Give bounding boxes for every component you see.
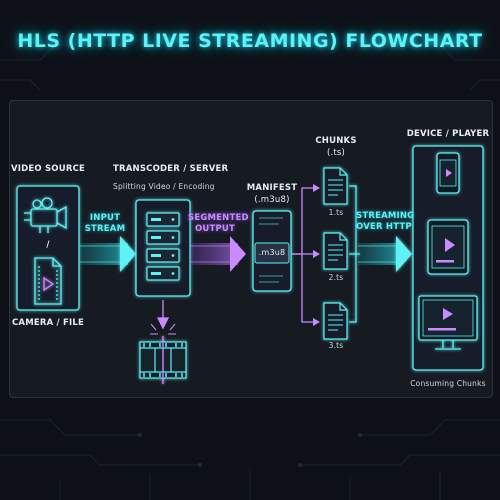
input-stream-label-2: STREAM xyxy=(84,224,126,234)
chunk-2-label: 2.ts xyxy=(328,273,344,282)
chunk-arrowheads xyxy=(313,184,320,326)
smartphone-icon xyxy=(436,152,460,194)
streaming-label-2: OVER HTTP xyxy=(356,222,412,232)
streaming-label-1: STREAMING xyxy=(356,211,415,221)
manifest-file-label-box xyxy=(254,242,290,264)
chunk-1-label: 1.ts xyxy=(328,208,344,217)
device-caption: Consuming Chunks xyxy=(410,379,486,388)
transcoder-subheading: Splitting Video / Encoding xyxy=(113,182,215,191)
film-strip-icon xyxy=(139,336,187,384)
server-led-icons xyxy=(151,218,175,275)
manifest-heading: MANIFEST xyxy=(246,183,298,193)
monitor-icon xyxy=(418,295,478,350)
manifest-to-chunks-arrows xyxy=(291,187,315,323)
chunk-3-label: 3.ts xyxy=(328,341,344,350)
input-stream-label-1: INPUT xyxy=(89,213,121,223)
video-source-heading: VIDEO SOURCE xyxy=(10,164,86,174)
server-rack-icon xyxy=(146,212,180,281)
video-camera-icon xyxy=(24,197,67,233)
manifest-file-label: .m3u8 xyxy=(258,248,286,257)
device-heading: DEVICE / PLAYER xyxy=(406,129,490,139)
chunks-heading: CHUNKS xyxy=(315,136,357,146)
chunks-extension: (.ts) xyxy=(326,148,346,158)
source-caption: CAMERA / FILE xyxy=(11,318,85,328)
segmented-output-label-2: OUTPUT xyxy=(194,224,236,234)
manifest-extension: (.m3u8) xyxy=(254,195,290,205)
streaming-over-http-arrow xyxy=(358,236,412,272)
chunk-2-file-icon xyxy=(323,232,348,270)
video-source-box xyxy=(16,185,80,311)
segmented-output-label-1: SEGMENTED xyxy=(188,213,249,223)
segmented-output-arrow xyxy=(190,236,246,272)
tablet-icon xyxy=(427,219,469,275)
source-separator: / xyxy=(46,240,50,250)
transcoder-heading: TRANSCODER / SERVER xyxy=(113,164,229,174)
chunk-1-file-icon xyxy=(323,167,348,205)
chunk-3-file-icon xyxy=(323,302,348,340)
film-file-icon xyxy=(34,257,62,305)
input-stream-arrow xyxy=(80,236,136,272)
splitter-blade-icon xyxy=(150,300,176,335)
page-title: HLS (HTTP LIVE STREAMING) FLOWCHART xyxy=(17,30,483,52)
